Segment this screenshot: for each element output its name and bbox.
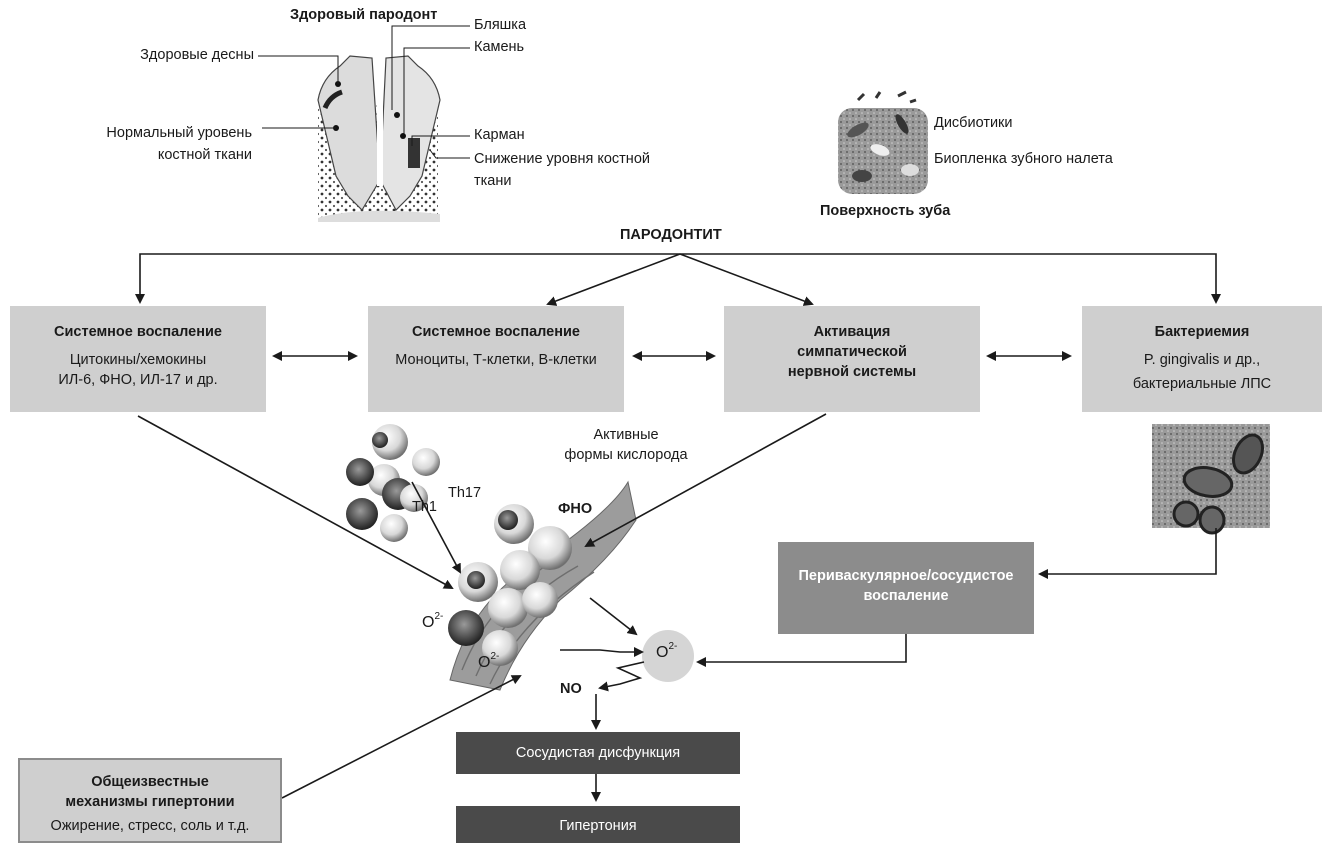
superoxide-symbol: O — [422, 614, 435, 631]
bone-level-label-1: Нормальный уровень — [106, 125, 252, 141]
bacteria-micrograph — [1152, 424, 1270, 535]
connectors — [135, 253, 1221, 802]
systemic-inflammation-cytokines-box: Системное воспаление Цитокины/хемокины И… — [10, 306, 266, 412]
box-line: Цитокины/хемокины — [69, 352, 207, 368]
tooth-surface-title: Поверхность зуба — [820, 203, 951, 219]
box-line: ИЛ-6, ФНО, ИЛ-17 и др. — [58, 372, 218, 388]
bone-level-label-2: костной ткани — [157, 147, 252, 163]
plaque-label: Бляшка — [474, 17, 527, 33]
box-line: Гипертония — [559, 818, 637, 834]
superoxide-charge: 2- — [434, 611, 444, 622]
box-title: Бактериемия — [1154, 324, 1250, 340]
box-line: Ожирение, стресс, соль и т.д. — [50, 818, 250, 834]
sympathetic-activation-box: Активация симпатической нервной системы — [724, 306, 980, 412]
superoxide-label-circle: O2- — [656, 641, 678, 662]
hypertension-box: Гипертония — [456, 806, 740, 843]
superoxide-symbol: O — [478, 654, 491, 671]
tnf-label: ФНО — [558, 501, 593, 517]
box-title-line: симпатической — [797, 344, 907, 360]
vascular-dysfunction-box: Сосудистая дисфункция — [456, 732, 740, 774]
perivascular-inflammation-box: Периваскулярное/сосудистое воспаление — [778, 542, 1034, 634]
no-label: NO — [560, 681, 582, 697]
box-line: P. gingivalis и др., — [1143, 352, 1261, 368]
box-title-line: нервной системы — [787, 364, 917, 380]
box-title-line: Общеизвестные — [91, 774, 209, 790]
th17-label: Th17 — [448, 485, 482, 501]
bacteremia-box: Бактериемия P. gingivalis и др., бактери… — [1082, 306, 1322, 412]
box-title: Системное воспаление — [412, 324, 580, 340]
superoxide-label-bottom: O2- — [478, 651, 500, 672]
bone-loss-label-2: ткани — [474, 173, 512, 189]
box-title-line: механизмы гипертонии — [65, 794, 235, 810]
vessel-illustration — [448, 480, 637, 691]
box-title: Системное воспаление — [54, 324, 222, 340]
biofilm-label: Биопленка зубного налета — [934, 151, 1113, 167]
immune-cells-cluster-1 — [346, 424, 440, 542]
th1-label: Th1 — [412, 499, 437, 515]
healthy-gums-label: Здоровые десны — [140, 47, 254, 63]
ros-label-1: Активные — [593, 427, 659, 443]
tooth-leaders — [258, 25, 470, 159]
box-line: Периваскулярное/сосудистое — [798, 568, 1014, 584]
pocket-label: Карман — [474, 127, 525, 143]
tooth-illustration — [317, 55, 441, 222]
superoxide-charge: 2- — [490, 651, 500, 662]
superoxide-circle — [642, 630, 694, 682]
box-line: Сосудистая дисфункция — [515, 745, 681, 761]
biofilm-illustration — [838, 90, 928, 194]
dysbiotics-label: Дисбиотики — [934, 115, 1013, 131]
ros-label-2: формы кислорода — [564, 447, 688, 463]
bone-loss-label-1: Снижение уровня костной — [474, 151, 650, 167]
superoxide-label-left: O2- — [422, 611, 444, 632]
periodontitis-title: ПАРОДОНТИТ — [620, 227, 722, 243]
box-line: воспаление — [863, 588, 949, 604]
healthy-title: Здоровый пародонт — [290, 7, 438, 23]
box-line: Моноциты, Т-клетки, В-клетки — [395, 352, 597, 368]
systemic-inflammation-cells-box: Системное воспаление Моноциты, Т-клетки,… — [368, 306, 624, 412]
known-mechanisms-box: Общеизвестные механизмы гипертонии Ожире… — [18, 758, 282, 843]
box-line: бактериальные ЛПС — [1132, 376, 1272, 392]
box-title-line: Активация — [813, 324, 891, 340]
stone-label: Камень — [474, 39, 525, 55]
superoxide-charge: 2- — [668, 641, 678, 652]
superoxide-symbol: O — [656, 644, 669, 661]
